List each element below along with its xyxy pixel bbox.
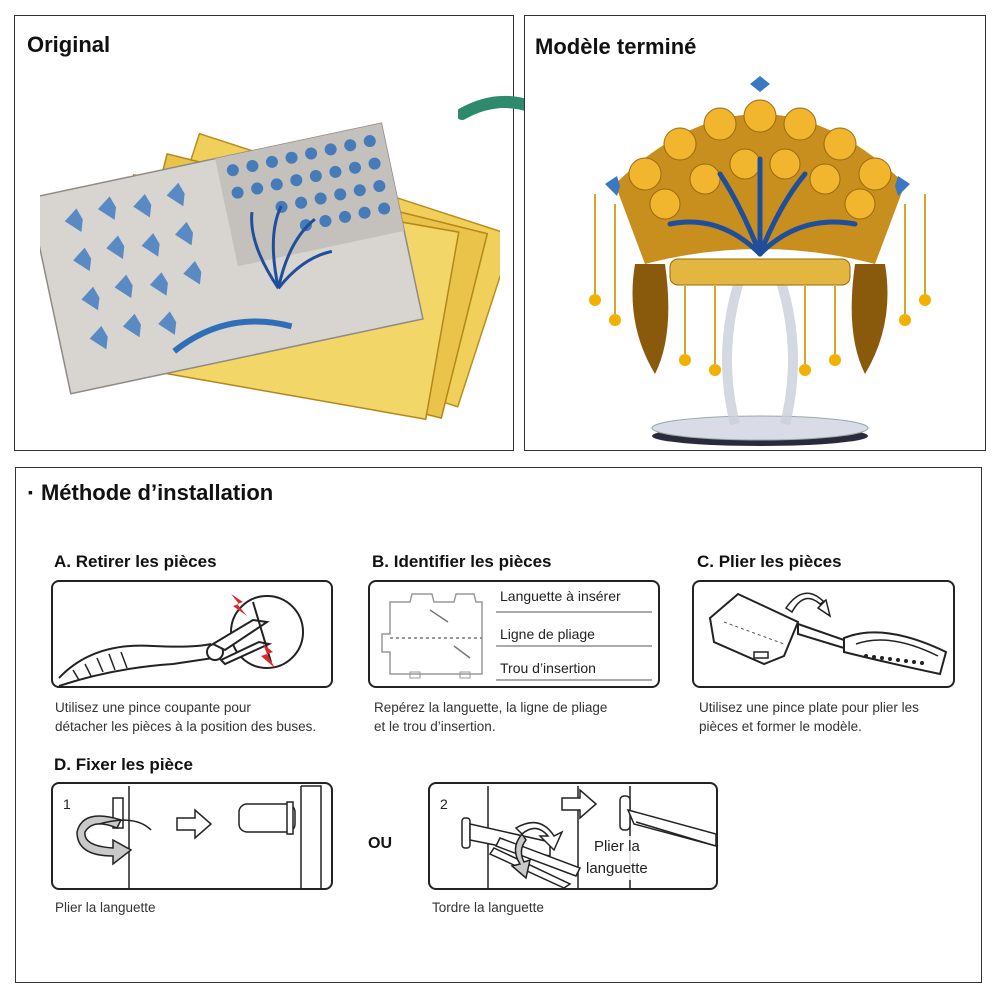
option2-number: 2 — [440, 796, 448, 812]
flat-pliers-icon — [708, 592, 948, 676]
finished-panel: Modèle terminé — [524, 15, 986, 451]
original-title: Original — [27, 32, 111, 57]
original-panel: Original — [14, 15, 514, 451]
step-a-title: A. Retirer les pièces — [54, 552, 217, 571]
fold-tab-icon — [76, 785, 322, 888]
label-hole: Trou d’insertion — [500, 660, 596, 676]
step-c-illustration — [692, 580, 955, 688]
part-outline-icon — [381, 593, 483, 679]
step-c-title: C. Plier les pièces — [697, 552, 842, 571]
twist-tab-icon — [461, 786, 716, 888]
step-d-caption2: Tordre la languette — [432, 900, 544, 915]
step-d-option2-illustration: 2 Plier la languette — [428, 782, 718, 890]
metal-sheets-image — [40, 122, 500, 421]
method-title: Méthode d’installation — [40, 480, 274, 505]
step-d-caption1: Plier la languette — [55, 900, 156, 915]
step-d-option1-illustration: 1 — [51, 782, 333, 890]
installation-panel — [15, 467, 982, 983]
step-b-title: B. Identifier les pièces — [372, 552, 552, 571]
step-a-caption: Utilisez une pince coupante pour détache… — [55, 700, 317, 734]
method-heading: ▪ Méthode d’installation — [28, 480, 273, 506]
step-b-caption: Repérez la languette, la ligne de pliage… — [374, 700, 608, 734]
step-d-title: D. Fixer les pièce — [54, 755, 193, 774]
label-fold: Ligne de pliage — [500, 626, 595, 642]
or-label: OU — [368, 835, 392, 852]
option2-label: Plier la languette — [586, 836, 648, 880]
option1-number: 1 — [63, 796, 71, 812]
finished-title: Modèle terminé — [535, 34, 697, 59]
step-b-illustration: Languette à insérer Ligne de pliage Trou… — [368, 580, 660, 688]
label-tab: Languette à insérer — [500, 588, 621, 604]
cutting-pliers-icon — [58, 594, 304, 686]
label-lines — [496, 611, 652, 681]
finished-crown-image — [589, 76, 931, 446]
bullet-icon: ▪ — [28, 484, 33, 500]
step-c-caption: Utilisez une pince plate pour plier les … — [699, 700, 919, 734]
step-a-illustration — [51, 580, 333, 688]
